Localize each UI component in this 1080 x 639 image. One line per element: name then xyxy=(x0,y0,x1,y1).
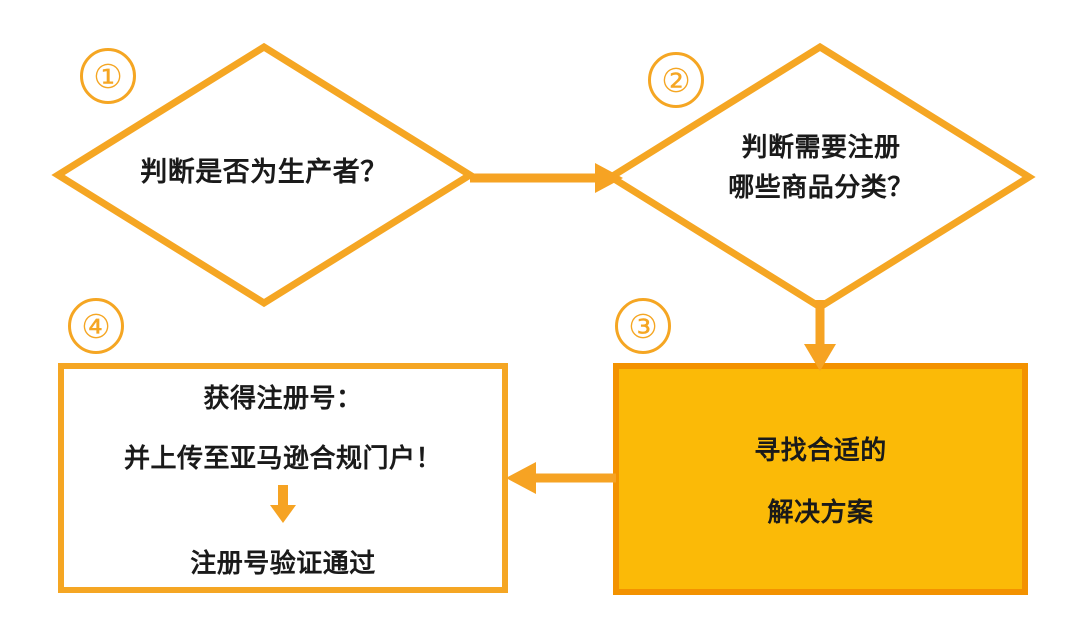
step1-label: 判断是否为生产者？ xyxy=(58,152,470,194)
shape-box-step3[interactable] xyxy=(613,363,1028,595)
step-badge-3: ③ xyxy=(615,298,671,354)
arrow-step3-to-step4 xyxy=(506,462,616,494)
step3-label: 寻找合适的 解决方案 xyxy=(613,430,1028,533)
shape-box-step4[interactable] xyxy=(58,363,508,593)
arrow-step1-to-step2 xyxy=(470,163,623,193)
step4-line-2: 并上传至亚马逊合规门户！ xyxy=(123,443,442,474)
step-badge-2: ② xyxy=(648,52,704,108)
down-arrow-icon xyxy=(58,483,508,527)
step-badge-4: ④ xyxy=(68,298,124,354)
step2-line-2: 哪些商品分类？ xyxy=(728,172,914,203)
step-badge-1: ① xyxy=(80,48,136,104)
step2-line-1: 判断需要注册 xyxy=(741,132,901,162)
shape-diamond-step1[interactable] xyxy=(51,42,477,308)
step3-line-1: 寻找合适的 xyxy=(754,435,887,465)
step3-line-2: 解决方案 xyxy=(767,497,874,528)
arrow-step2-to-step3 xyxy=(804,300,836,371)
step4-label: 获得注册号： 并上传至亚马逊合规门户！ 注册号验证通过 xyxy=(58,378,508,583)
step1-line-1: 判断是否为生产者？ xyxy=(140,157,388,187)
step4-line-1: 获得注册号： xyxy=(203,383,363,413)
step2-label: 判断需要注册 哪些商品分类？ xyxy=(612,127,1030,208)
step4-line-3: 注册号验证通过 xyxy=(190,547,376,578)
